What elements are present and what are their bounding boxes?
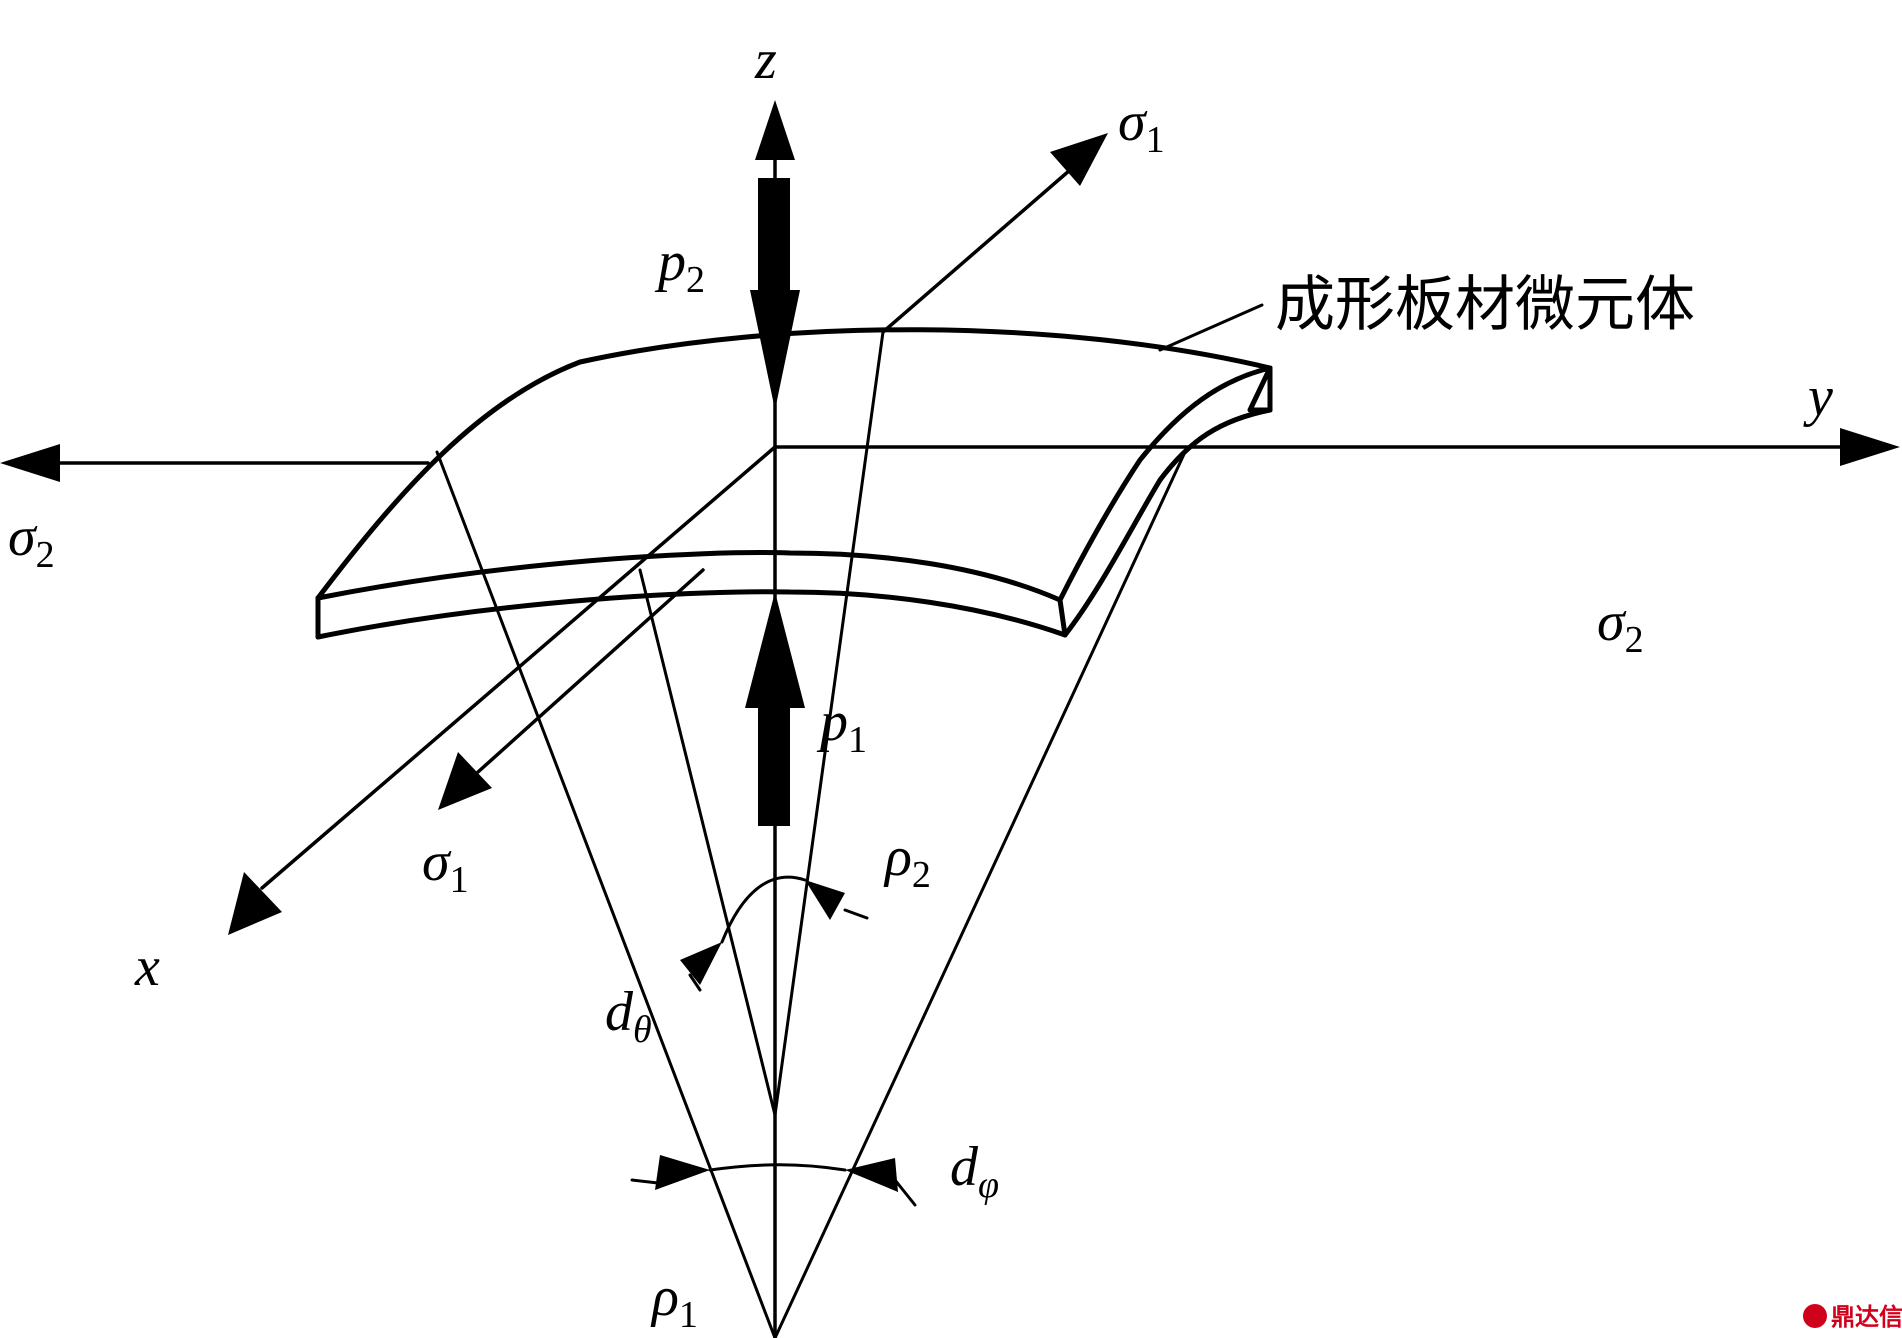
z-axis-arrowhead <box>755 100 795 160</box>
d-theta-left-arrowhead <box>680 942 722 985</box>
radial-line-right-outer <box>773 450 1187 1338</box>
d-theta-right-arrowhead <box>805 880 845 920</box>
sigma2-left-arrowhead <box>0 444 60 482</box>
p1-arrow-shaft <box>758 708 790 826</box>
plate-back-edge <box>315 327 1273 601</box>
d-theta-right-tick <box>843 908 869 920</box>
pressure-arrows <box>745 178 805 826</box>
label-y: y <box>1803 366 1833 428</box>
label-rho1: ρ1 <box>650 1266 698 1336</box>
radial-lines <box>435 330 1187 1338</box>
element-label: 成形板材微元体 <box>1275 270 1695 340</box>
label-d-phi: dφ <box>950 1136 999 1206</box>
plate-right-lower-edge <box>1062 407 1273 638</box>
watermark: 鼎达信 <box>1803 1303 1902 1331</box>
label-rho2: ρ2 <box>883 826 931 896</box>
plate-front-bottom-edge <box>315 589 1068 640</box>
label-sigma2-left: σ2 <box>8 506 55 576</box>
plate-right-front-edge <box>1057 365 1273 603</box>
d-phi-right-arrowhead <box>845 1158 898 1192</box>
element-leader-line <box>1158 303 1264 352</box>
d-phi-left-tick <box>630 1178 660 1185</box>
label-sigma1-lower: σ1 <box>422 831 469 901</box>
d-theta-arc <box>720 875 807 944</box>
watermark-logo-icon <box>1803 1304 1827 1328</box>
label-sigma1-upper: σ1 <box>1118 91 1165 161</box>
x-axis-arrowhead <box>228 872 282 935</box>
label-sigma2-right: σ2 <box>1597 591 1644 661</box>
sigma1-lower-arrowhead <box>438 752 492 810</box>
sigma1-upper-arrowhead <box>1050 133 1108 186</box>
sigma1-lower-line <box>476 568 705 774</box>
label-x: x <box>134 936 160 998</box>
d-phi-right-tick <box>893 1178 917 1207</box>
p2-arrowhead <box>750 290 800 410</box>
sigma1-upper-line <box>881 168 1072 334</box>
label-p2: p2 <box>654 231 705 301</box>
radial-line-left-outer <box>435 450 777 1338</box>
sigma1-arrows <box>438 133 1108 810</box>
p1-arrowhead <box>745 592 805 708</box>
label-z: z <box>754 29 777 91</box>
plate-element <box>315 327 1273 640</box>
plate-front-top-edge <box>315 550 1063 603</box>
sigma2-arrows <box>0 444 430 482</box>
labels: z y x σ1 σ1 σ2 σ2 p2 p1 ρ2 ρ <box>8 29 1833 1336</box>
label-d-theta: dθ <box>605 981 652 1051</box>
plate-front-right-end <box>1057 597 1068 638</box>
radial-line-right-inner <box>773 330 885 1117</box>
d-theta-left-tick <box>688 973 702 992</box>
angle-markers <box>630 875 917 1207</box>
d-phi-left-arrowhead <box>655 1155 710 1190</box>
radial-line-left-inner <box>638 568 777 1117</box>
label-p1: p1 <box>816 691 867 761</box>
p2-arrow-shaft <box>758 178 790 290</box>
watermark-text: 鼎达信 <box>1831 1303 1902 1331</box>
y-axis-arrowhead <box>1840 428 1900 466</box>
d-phi-arc <box>708 1163 847 1172</box>
